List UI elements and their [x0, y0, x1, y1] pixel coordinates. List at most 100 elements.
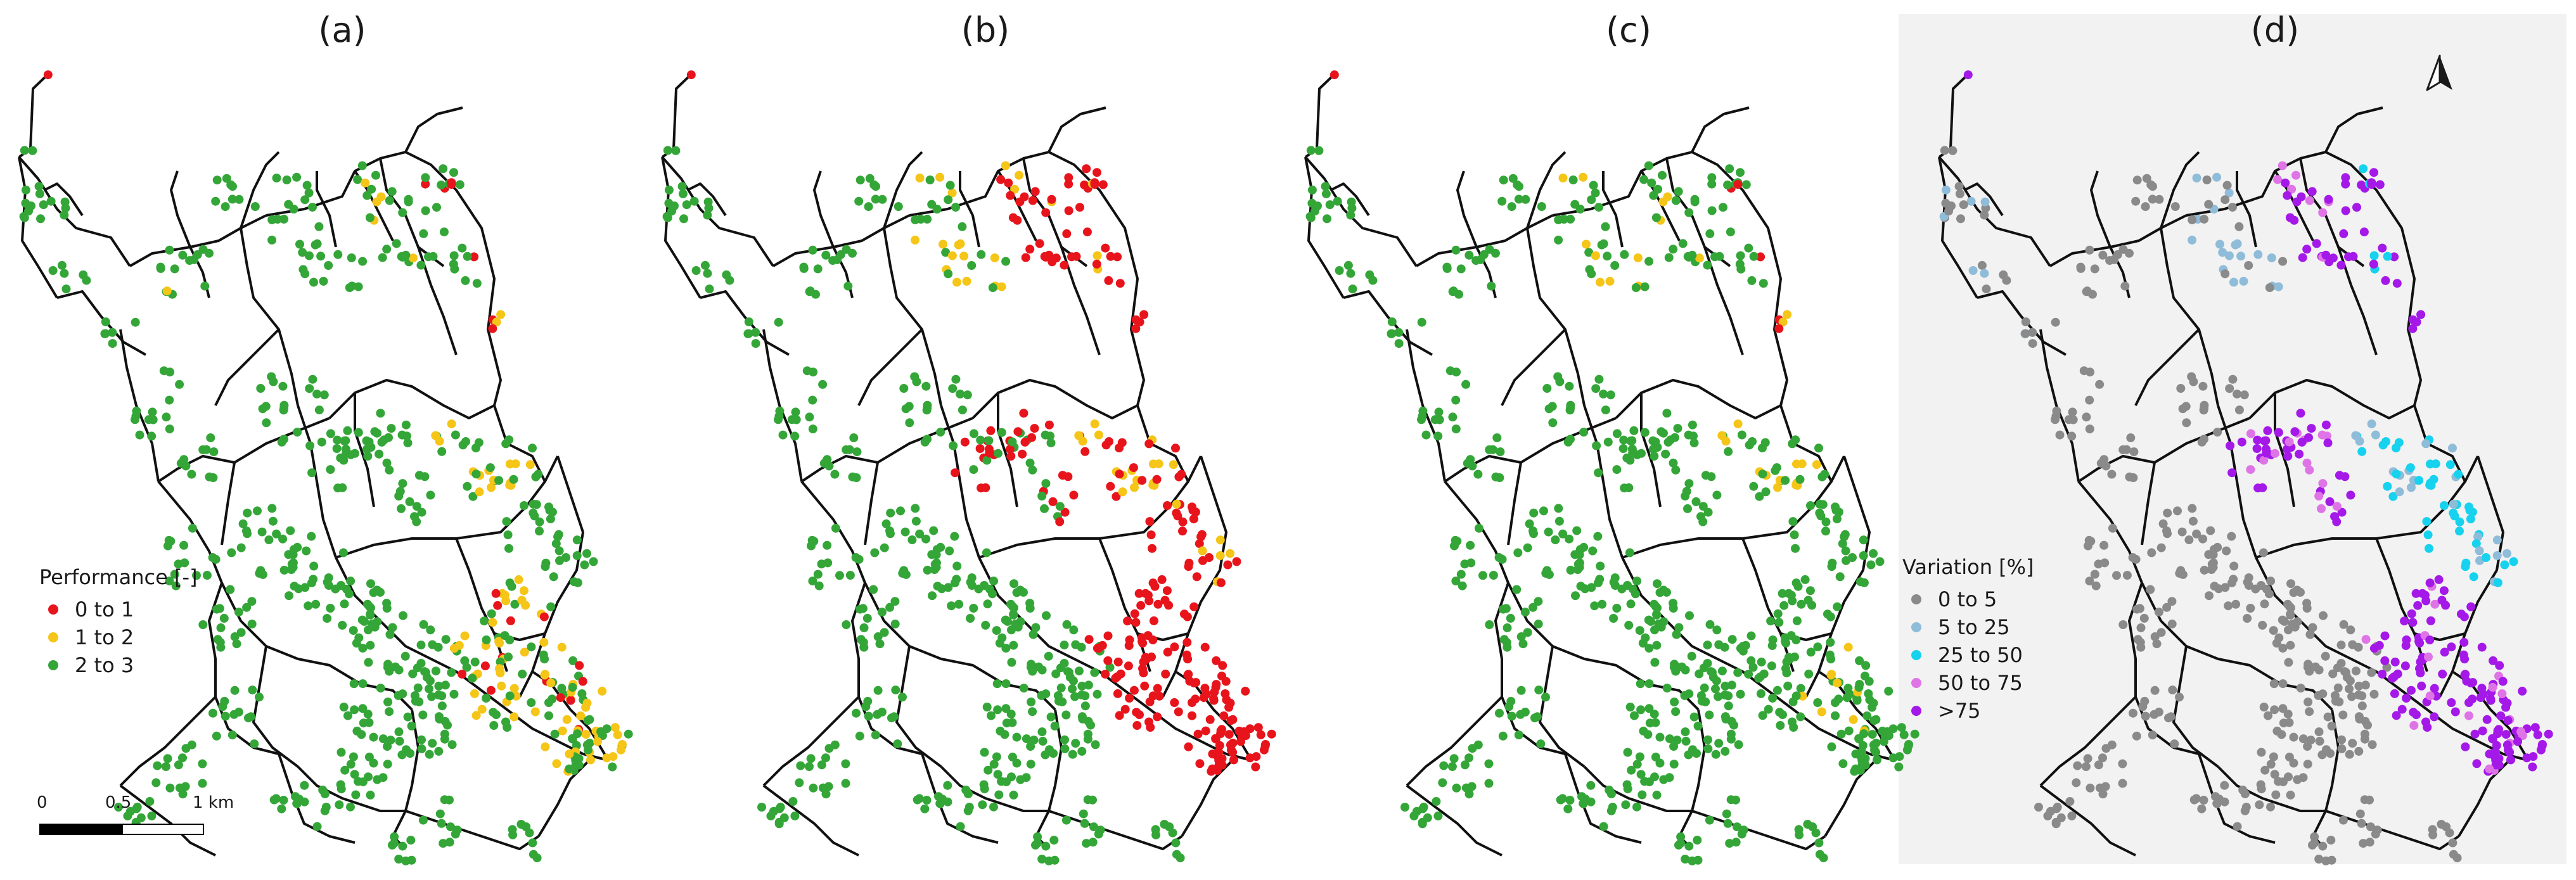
network-node: [1746, 631, 1756, 641]
network-node: [434, 746, 444, 756]
network-node: [1669, 458, 1678, 468]
network-node: [2182, 418, 2191, 428]
network-node: [35, 189, 44, 198]
network-node: [1681, 855, 1690, 864]
network-node: [1772, 686, 1782, 695]
network-node: [923, 565, 932, 575]
network-node: [2067, 811, 2077, 820]
network-node: [151, 778, 161, 788]
network-node: [321, 803, 331, 812]
network-node: [1690, 194, 1700, 204]
network-node: [447, 180, 456, 189]
network-node: [1572, 526, 1582, 535]
network-node: [2281, 178, 2290, 188]
network-node: [2085, 245, 2094, 255]
pipe-segment: [1501, 328, 1567, 406]
network-node: [2175, 692, 2184, 702]
network-node: [2098, 753, 2107, 763]
network-node: [312, 822, 322, 831]
network-node: [319, 276, 328, 286]
network-node: [992, 626, 1001, 635]
network-node: [583, 716, 593, 725]
network-node: [1841, 546, 1850, 556]
network-node: [541, 742, 550, 751]
network-node: [1306, 146, 1316, 155]
network-node: [2148, 182, 2157, 191]
network-node: [449, 251, 459, 260]
network-node: [852, 708, 861, 718]
network-node: [108, 339, 117, 348]
network-node: [2337, 744, 2347, 753]
network-node: [1530, 713, 1539, 723]
network-node: [1394, 339, 1404, 348]
network-node: [2354, 712, 2364, 722]
network-node: [1499, 635, 1509, 644]
network-node: [1208, 749, 1217, 759]
network-node: [1551, 535, 1560, 545]
network-node: [1060, 260, 1069, 270]
network-node: [2318, 208, 2328, 217]
network-node: [1651, 213, 1661, 222]
network-node: [2289, 758, 2298, 768]
network-node: [1741, 180, 1751, 189]
network-node: [2368, 740, 2377, 749]
network-node: [1781, 637, 1790, 646]
network-node: [2367, 668, 2376, 677]
network-node: [586, 755, 595, 765]
network-node: [1183, 670, 1193, 680]
network-node: [519, 586, 529, 596]
network-node: [2374, 641, 2384, 650]
network-node: [1653, 184, 1663, 194]
network-node: [1632, 577, 1642, 586]
network-node: [539, 637, 549, 647]
network-node: [1153, 599, 1163, 609]
network-node: [1633, 253, 1643, 262]
network-node: [1736, 251, 1745, 260]
network-node: [1884, 686, 1894, 696]
network-node: [2184, 535, 2194, 545]
network-node: [294, 584, 304, 594]
network-node: [1617, 584, 1627, 594]
network-node: [2473, 532, 2483, 542]
network-node: [983, 599, 992, 609]
network-node: [841, 759, 850, 768]
network-node: [1499, 175, 1508, 185]
network-node: [2497, 689, 2507, 698]
network-node: [1848, 553, 1857, 562]
network-node: [187, 469, 196, 479]
network-node: [1813, 698, 1823, 707]
network-node: [2464, 698, 2473, 707]
network-node: [2344, 252, 2353, 262]
network-node: [2188, 516, 2198, 526]
network-node: [433, 642, 443, 652]
network-node: [1460, 760, 1470, 770]
network-node: [200, 281, 210, 291]
network-node: [2367, 419, 2376, 429]
network-node: [1644, 777, 1654, 787]
network-node: [1149, 616, 1158, 625]
network-node: [314, 405, 324, 415]
network-node: [982, 456, 992, 465]
network-node: [394, 691, 403, 700]
network-node: [1790, 530, 1799, 540]
network-node: [975, 444, 985, 453]
network-node: [1783, 681, 1793, 691]
network-node: [2289, 588, 2298, 597]
network-node: [1466, 558, 1476, 568]
network-node: [989, 802, 998, 812]
network-node: [2257, 748, 2266, 757]
network-node: [2215, 239, 2224, 249]
network-node: [2447, 642, 2456, 652]
network-node: [492, 317, 501, 327]
network-node: [969, 604, 978, 613]
network-node: [1232, 557, 1241, 566]
network-node: [791, 407, 800, 417]
network-node: [1106, 252, 1115, 261]
network-node: [1733, 822, 1741, 832]
network-node: [1624, 620, 1634, 630]
network-node: [403, 438, 413, 448]
network-node: [1038, 736, 1048, 746]
network-node: [206, 433, 215, 442]
network-node: [2438, 669, 2447, 679]
network-node: [891, 686, 900, 695]
